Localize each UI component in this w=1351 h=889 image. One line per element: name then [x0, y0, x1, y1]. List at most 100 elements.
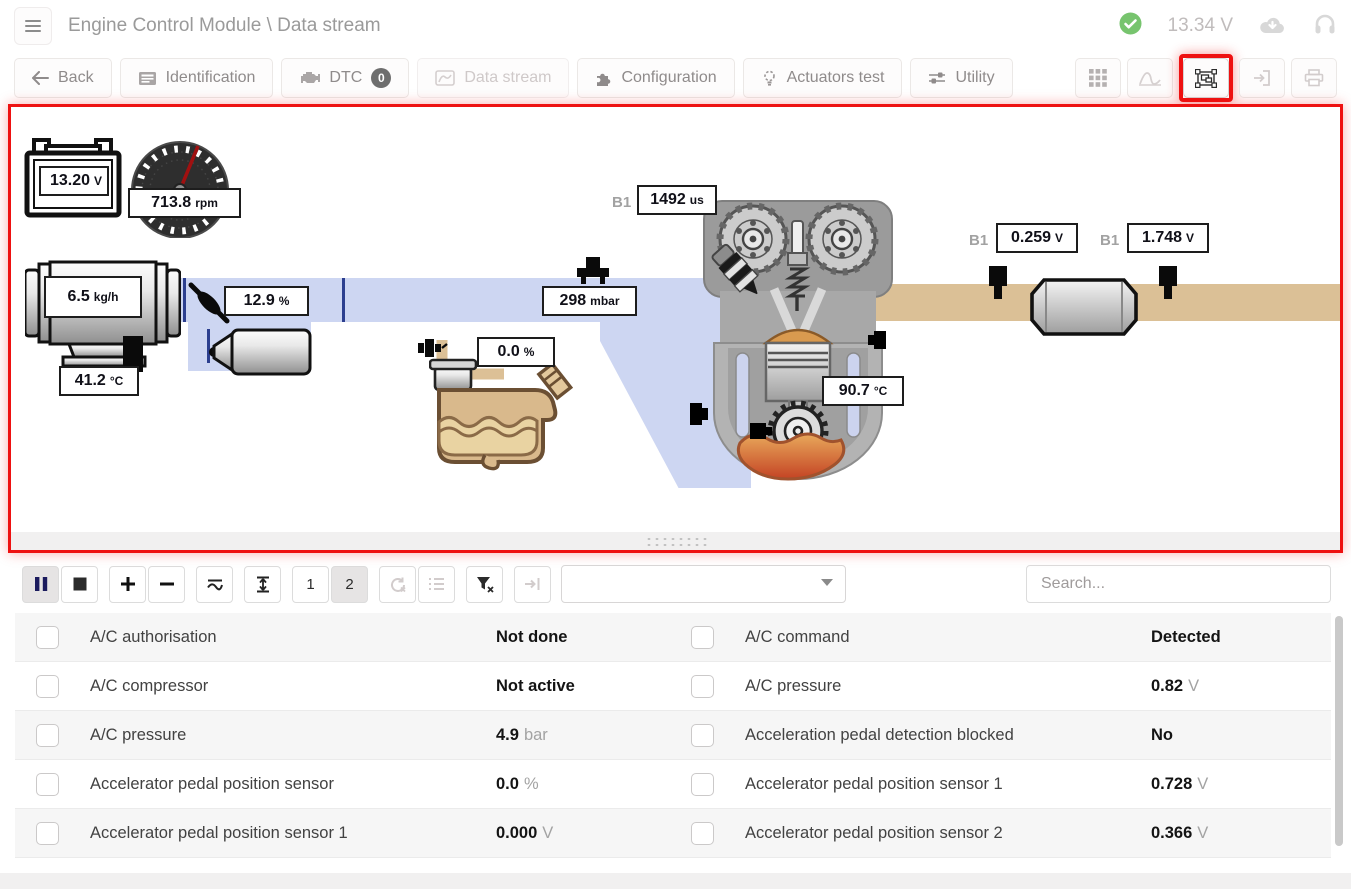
export-button[interactable] [1239, 58, 1285, 98]
purge-valve-icon [418, 339, 448, 357]
parameter-dropdown[interactable] [561, 565, 846, 603]
schematic-view-button[interactable] [1183, 58, 1229, 98]
bulb-icon [763, 70, 775, 86]
minus-icon [159, 582, 174, 586]
tab-arrow-icon [525, 578, 540, 590]
row-checkbox[interactable] [36, 723, 59, 747]
o2-downstream-sensor-icon [1159, 266, 1177, 299]
engine-icon [690, 200, 893, 481]
top-bar: Engine Control Module \ Data stream 13.3… [0, 0, 1351, 52]
row-checkbox[interactable] [36, 821, 59, 845]
tab-bar: Back Identification DTC 0 Data stream Co… [0, 52, 1351, 104]
stop-button[interactable] [61, 565, 98, 603]
row-checkbox[interactable] [36, 772, 59, 796]
chart-view-button[interactable] [1127, 58, 1173, 98]
menu-icon[interactable] [14, 7, 52, 45]
goto-button[interactable] [514, 565, 551, 603]
dtc-count-badge: 0 [371, 68, 392, 88]
fit-height-icon [256, 576, 269, 592]
decrease-button[interactable] [148, 565, 185, 603]
stop-icon [73, 577, 86, 591]
headset-icon[interactable] [1313, 12, 1337, 41]
table-row-partial [15, 858, 670, 869]
parameter-table: A/C authorisation Not done A/C compresso… [0, 613, 1351, 869]
panel-resize-handle[interactable] [11, 532, 1340, 550]
row-checkbox[interactable] [691, 674, 714, 698]
table-row[interactable]: Accelerator pedal position sensor 1 0.00… [15, 809, 670, 858]
injection-bank-label: B1 [612, 194, 632, 211]
row-checkbox[interactable] [691, 772, 714, 796]
table-row-partial [670, 858, 1331, 869]
smooth-curve-button[interactable] [196, 565, 233, 603]
table-row[interactable]: A/C authorisation Not done [15, 613, 670, 662]
throttle-valve-icon [188, 282, 230, 324]
increase-button[interactable] [109, 565, 146, 603]
identification-icon [138, 71, 156, 85]
o2-downstream-bank-label: B1 [1100, 232, 1120, 249]
puzzle-icon [597, 73, 611, 86]
grid-icon [1089, 69, 1107, 87]
tab-configuration[interactable]: Configuration [577, 58, 735, 98]
print-button[interactable] [1291, 58, 1337, 98]
plus-icon [120, 577, 135, 591]
drag-dots-icon [644, 536, 707, 546]
fuel-canister-icon [437, 361, 574, 471]
table-row[interactable]: Accelerator pedal position sensor 1 0.72… [670, 760, 1331, 809]
table-row[interactable]: Accelerator pedal position sensor 0.0% [15, 760, 670, 809]
fit-height-button[interactable] [244, 565, 281, 603]
print-icon [1304, 69, 1324, 87]
tab-data-stream[interactable]: Data stream [417, 58, 570, 98]
row-checkbox[interactable] [691, 625, 714, 649]
tab-identification[interactable]: Identification [119, 58, 274, 98]
battery-voltage-status: 13.34 V [1167, 15, 1234, 36]
tab-actuators-test[interactable]: Actuators test [742, 58, 903, 98]
map-sensor-icon [577, 257, 609, 284]
tab-dtc[interactable]: DTC 0 [281, 58, 410, 98]
row-checkbox[interactable] [36, 674, 59, 698]
selection-rect-icon [1195, 68, 1217, 88]
row-checkbox[interactable] [691, 723, 714, 747]
table-row[interactable]: A/C command Detected [670, 613, 1331, 662]
back-button[interactable]: Back [14, 58, 112, 98]
cloud-download-icon[interactable] [1259, 14, 1287, 39]
o2-upstream-sensor-icon [989, 266, 1007, 299]
schematic-view-highlight [1179, 54, 1233, 102]
purge-valve-value: 0.0% [477, 337, 555, 367]
row-checkbox[interactable] [36, 625, 59, 649]
pause-button[interactable] [22, 565, 59, 603]
connection-ok-icon [1119, 12, 1142, 40]
o2-upstream-bank-label: B1 [969, 232, 989, 249]
table-scrollbar[interactable] [1335, 616, 1343, 846]
columns-2-button[interactable]: 2 [331, 565, 368, 603]
search-input[interactable] [1026, 565, 1331, 603]
pause-icon [34, 577, 47, 591]
grid-view-button[interactable] [1075, 58, 1121, 98]
list-button[interactable] [418, 565, 455, 603]
export-icon [1254, 70, 1270, 86]
row-checkbox[interactable] [691, 821, 714, 845]
intake-temp-value: 41.2°C [59, 366, 139, 396]
table-row[interactable]: Accelerator pedal position sensor 2 0.36… [670, 809, 1331, 858]
coolant-temp-value: 90.7°C [822, 376, 904, 406]
refresh-x-icon [390, 577, 406, 592]
table-row[interactable]: Acceleration pedal detection blocked No [670, 711, 1331, 760]
sliders-icon [929, 72, 946, 84]
table-row[interactable]: A/C compressor Not active [15, 662, 670, 711]
idle-actuator-icon [209, 328, 312, 376]
columns-1-button[interactable]: 1 [292, 565, 329, 603]
filter-clear-button[interactable] [466, 565, 503, 603]
list-icon [429, 578, 444, 590]
chevron-down-icon [821, 579, 833, 586]
back-arrow-icon [32, 71, 49, 85]
tab-utility[interactable]: Utility [910, 58, 1013, 98]
reset-button[interactable] [379, 565, 416, 603]
stream-toolbar: 1 2 [22, 565, 1331, 603]
